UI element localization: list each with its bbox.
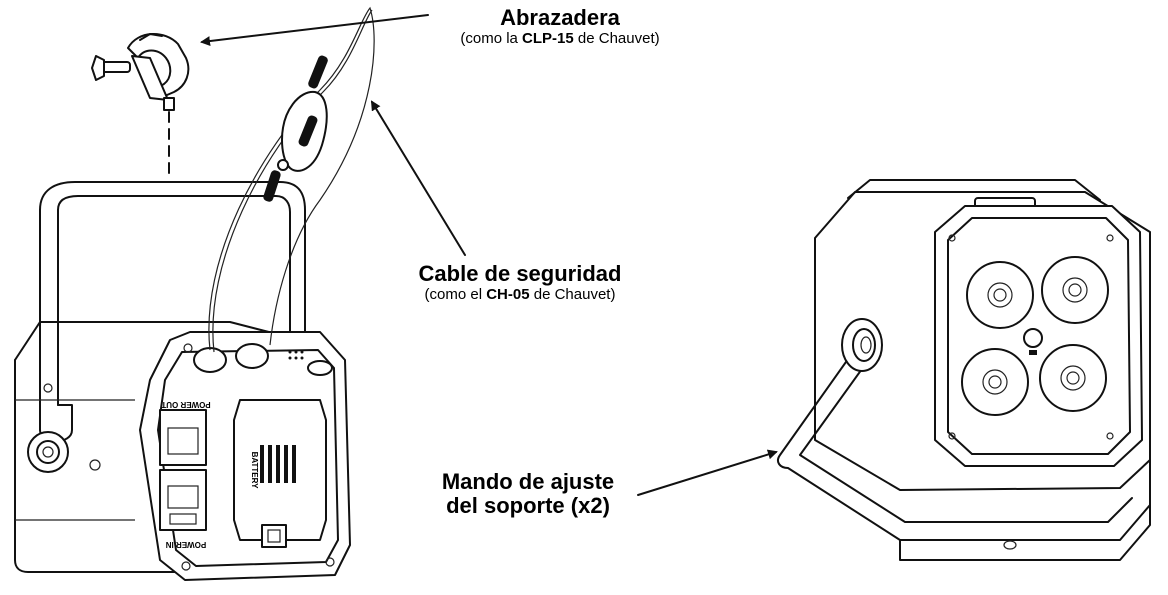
safety-cable-sub-suffix: de Chauvet): [529, 286, 616, 303]
arrow-safety-cable: [370, 100, 466, 256]
clamp-sub-suffix: de Chauvet): [573, 30, 660, 47]
clamp-label: Abrazadera (como la CLP-15 de Chauvet): [410, 6, 710, 48]
safety-cable-sub-prefix: (como el: [424, 286, 487, 303]
fixture-rear-illustration: [14, 181, 351, 581]
battery-text: BATTERY: [250, 452, 259, 490]
safety-cable-subtitle: (como el CH-05 de Chauvet): [370, 286, 670, 304]
knob-line2: del soporte (x2): [446, 493, 610, 518]
knob-label: Mando de ajuste del soporte (x2): [418, 470, 638, 518]
safety-cable-title: Cable de seguridad: [418, 261, 622, 286]
clamp-subtitle: (como la CLP-15 de Chauvet): [410, 30, 710, 48]
safety-cable-model: CH-05: [486, 286, 530, 303]
power-out-text: POWER OUT: [161, 400, 210, 409]
clamp-title: Abrazadera: [500, 5, 620, 30]
safety-cable-label: Cable de seguridad (como el CH-05 de Cha…: [370, 262, 670, 304]
power-in-text: POWER IN: [166, 540, 207, 549]
arrow-clamp: [200, 14, 429, 47]
clamp-model: CLP-15: [522, 30, 574, 47]
safety-cable-illustration: [208, 6, 375, 353]
knob-line1: Mando de ajuste: [441, 469, 615, 494]
clamp-illustration: [91, 32, 190, 181]
clamp-sub-prefix: (como la: [460, 30, 523, 47]
fixture-front-illustration: [777, 179, 1151, 561]
arrow-knob: [637, 449, 778, 496]
